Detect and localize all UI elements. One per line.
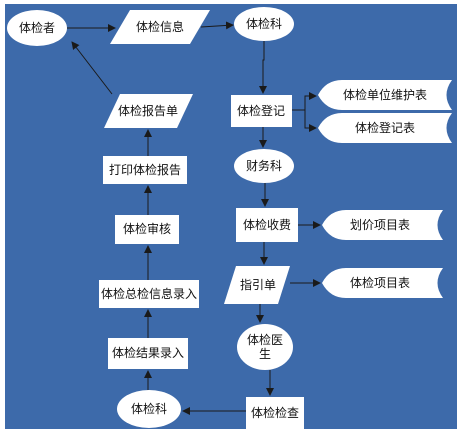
exam-item-table-label: 体检项目表 [349, 276, 411, 290]
exam-check-label: 体检检查 [250, 406, 300, 420]
exam-dept-bottom-label: 体检科 [130, 402, 168, 416]
result-entry-label: 体检结果录入 [111, 346, 185, 360]
result-entry-node [108, 338, 188, 369]
exam-check-node [246, 397, 304, 429]
guide-sheet-node [224, 266, 290, 304]
exam-doctor-node [237, 324, 293, 370]
finance-dept-node [234, 149, 294, 183]
exam-review-node [115, 215, 179, 244]
register-table-label: 体检登记表 [354, 121, 416, 135]
pricing-item-table-node [322, 210, 443, 240]
examinee-node [7, 10, 67, 46]
summary-entry-node [99, 280, 199, 308]
exam-register-node [231, 95, 292, 127]
report-sheet-node [104, 94, 193, 128]
exam-info-node [110, 10, 210, 44]
pricing-item-table-label: 划价项目表 [349, 218, 411, 232]
exam-info-label: 体检信息 [135, 20, 185, 34]
register-table-node [318, 113, 452, 143]
arrow-register-to-unit-table [292, 92, 317, 111]
arrow-report-to-examinee [71, 41, 113, 95]
arrow-dept-to-register [259, 41, 267, 94]
exam-dept-top-label: 体检科 [245, 17, 283, 31]
unit-maint-table-node [318, 80, 452, 110]
examinee-label: 体检者 [18, 21, 56, 35]
finance-dept-label: 财务科 [245, 159, 283, 173]
exam-register-label: 体检登记 [236, 104, 286, 118]
unit-maint-table-label: 体检单位维护表 [342, 88, 428, 102]
arrow-info-to-dept [200, 21, 234, 30]
print-report-label: 打印体检报告 [108, 163, 182, 177]
exam-item-table-node [322, 268, 443, 298]
report-sheet-label: 体检报告单 [117, 104, 179, 118]
exam-review-label: 体检审核 [122, 222, 172, 236]
arrow-register-to-reg-table [304, 110, 317, 132]
exam-fee-node [236, 208, 298, 242]
print-report-node [103, 156, 187, 184]
exam-fee-label: 体检收费 [242, 218, 292, 232]
exam-doctor-label: 体检医生 [247, 333, 284, 361]
summary-entry-label: 体检总检信息录入 [100, 287, 198, 301]
guide-sheet-label: 指引单 [239, 278, 277, 292]
exam-dept-bottom-node [117, 390, 181, 428]
exam-dept-top-node [234, 7, 294, 41]
